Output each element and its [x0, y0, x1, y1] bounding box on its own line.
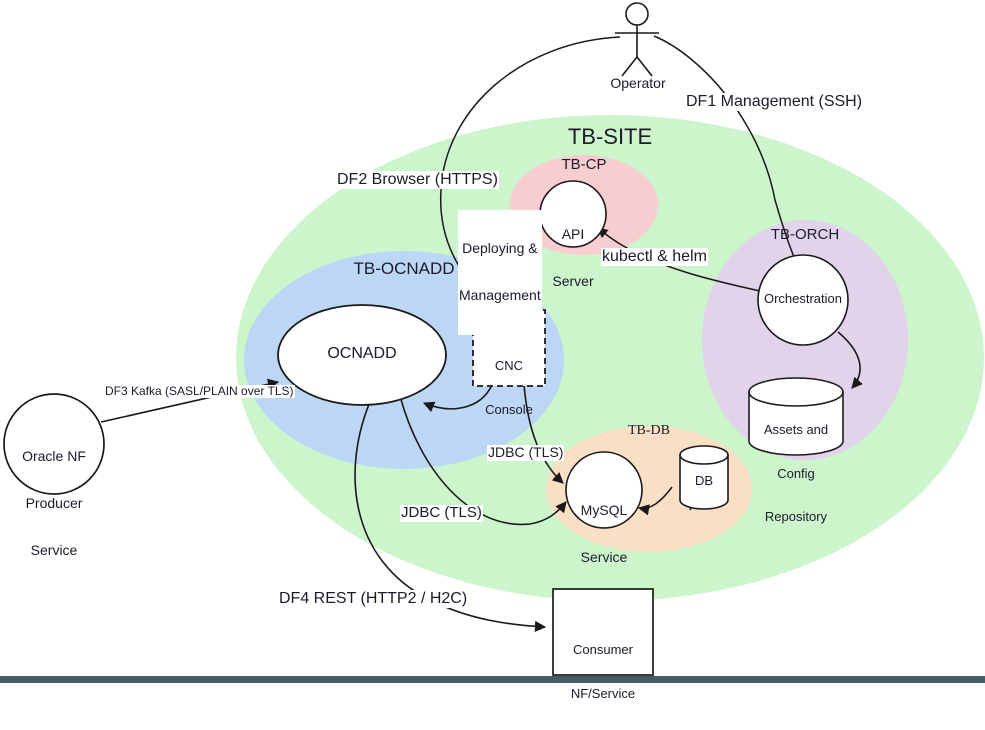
node-api-server[interactable] [539, 180, 607, 248]
node-db[interactable] [679, 445, 729, 510]
node-cnc-console[interactable] [472, 309, 546, 387]
node-label-consumer-nf-line2: NF/Service [570, 685, 636, 701]
edge-orchestration-to-assets-repo [837, 331, 863, 389]
node-orchestration[interactable] [757, 254, 849, 346]
node-ocnadd[interactable] [277, 304, 447, 406]
edge-jdbc-ocnadd-to-mysql [399, 395, 567, 526]
node-assets-repo[interactable] [748, 377, 844, 456]
stick-figure-icon [615, 2, 659, 77]
diagram-canvas [3, 2, 984, 676]
edge-df4-ocnadd-to-consumer [354, 396, 547, 633]
architecture-diagram: Operator TB-SITE TB-OCNADD TB-CP TB-ORCH… [0, 2, 985, 701]
edge-db-to-mysql [637, 486, 673, 516]
node-mysql-service[interactable] [565, 451, 643, 529]
bottom-bar [0, 676, 985, 683]
edge-cnc-console-to-ocnadd [422, 384, 493, 413]
edge-df1-operator-to-orchestration [653, 35, 802, 273]
node-oracle-nf-producer[interactable] [3, 393, 105, 495]
node-consumer-nf[interactable] [552, 588, 654, 676]
edge-jdbc-cnc-console-to-mysql [523, 384, 564, 484]
